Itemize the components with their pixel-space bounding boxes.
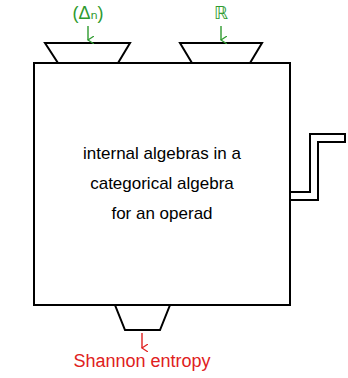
machine-text: internal algebras in a categorical algeb… xyxy=(82,139,242,228)
input-label: ℝ xyxy=(214,3,228,25)
machine-box: internal algebras in a categorical algeb… xyxy=(33,62,291,306)
input-arrow xyxy=(87,26,88,40)
input-label: (Δₙ) xyxy=(72,3,103,25)
output-spout xyxy=(115,305,170,330)
input-hopper-left xyxy=(45,43,130,63)
output-arrow xyxy=(141,333,142,348)
output-label: Shannon entropy xyxy=(73,351,210,373)
input-arrow xyxy=(220,26,221,40)
crank-handle xyxy=(290,134,345,200)
input-hopper-right xyxy=(180,43,262,63)
